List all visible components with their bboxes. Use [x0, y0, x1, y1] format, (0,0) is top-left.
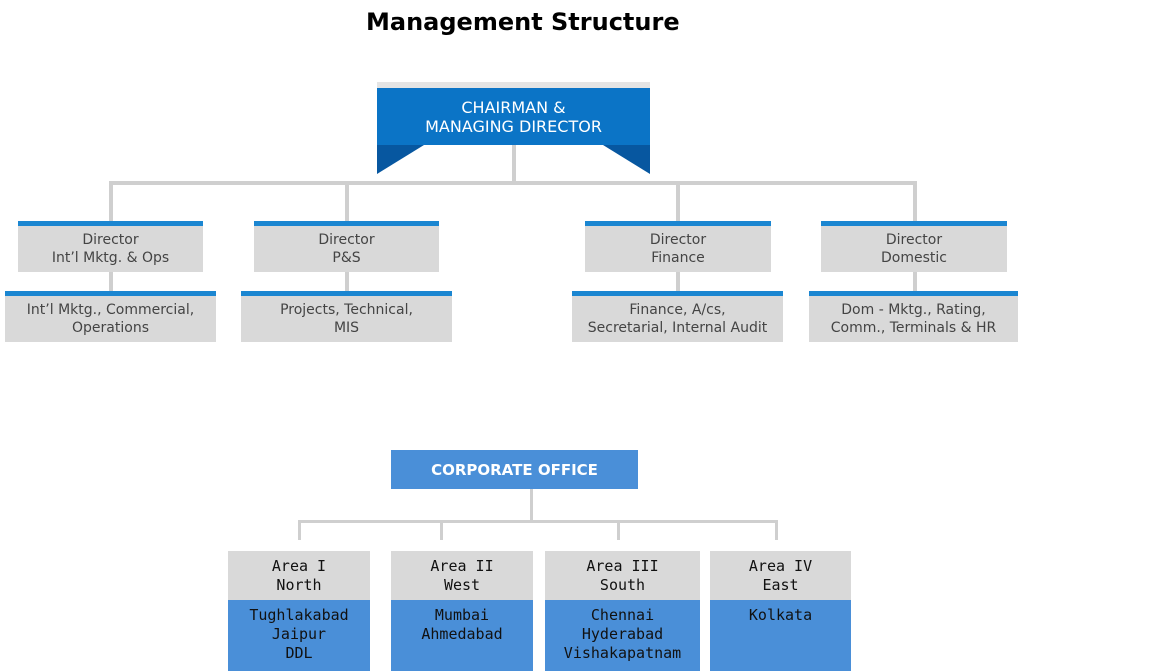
area-header-west: Area II West	[391, 551, 533, 600]
area-offices-south: Chennai Hyderabad Vishakapatnam	[545, 600, 700, 671]
office-name: Ahmedabad	[421, 625, 503, 643]
connector-area-4	[775, 520, 778, 540]
chairman-label-line1: CHAIRMAN &	[461, 97, 566, 117]
director-node-intl: Director Int’l Mktg. & Ops	[18, 221, 203, 272]
page-title: Management Structure	[366, 8, 680, 36]
chairman-node: CHAIRMAN & MANAGING DIRECTOR	[377, 82, 650, 174]
office-name: Mumbai	[434, 606, 490, 624]
area-region: North	[276, 575, 322, 594]
area-region: West	[443, 575, 481, 594]
area-region: East	[762, 575, 799, 594]
area-name: Area II	[430, 556, 494, 575]
function-node-domestic: Dom - Mktg., Rating, Comm., Terminals & …	[809, 291, 1018, 342]
chairman-ribbon-right	[603, 145, 650, 174]
area-offices-north: Tughlakabad Jaipur DDL	[228, 600, 370, 671]
office-name: Jaipur	[271, 625, 327, 643]
office-name: DDL	[285, 644, 313, 662]
office-name: Vishakapatnam	[563, 644, 682, 662]
function-line: Int’l Mktg., Commercial,	[26, 302, 195, 318]
connector-director-4	[913, 181, 917, 221]
director-node-ps: Director P&S	[254, 221, 439, 272]
function-line: MIS	[333, 320, 360, 336]
connector-director-bus	[109, 181, 917, 185]
connector-function-1	[109, 272, 113, 291]
director-portfolio: P&S	[332, 250, 361, 266]
director-portfolio: Finance	[651, 250, 705, 266]
chairman-ribbon-left	[377, 145, 424, 174]
director-title: Director	[649, 232, 707, 248]
function-line: Finance, A/cs,	[629, 302, 726, 318]
function-node-finance: Finance, A/cs, Secretarial, Internal Aud…	[572, 291, 783, 342]
connector-director-3	[676, 181, 680, 221]
function-line: Operations	[72, 320, 149, 336]
connector-corp-down	[530, 489, 533, 522]
connector-area-bus	[298, 520, 778, 523]
function-line: Comm., Terminals & HR	[830, 320, 997, 336]
director-title: Director	[82, 232, 139, 248]
area-name: Area IV	[748, 556, 813, 575]
director-title: Director	[885, 232, 943, 248]
office-name: Hyderabad	[581, 625, 664, 643]
corporate-office-node: CORPORATE OFFICE	[391, 450, 638, 489]
office-name: Tughlakabad	[249, 606, 349, 624]
connector-area-1	[298, 520, 301, 540]
area-header-south: Area III South	[545, 551, 700, 600]
connector-director-1	[109, 181, 113, 221]
function-line: Projects, Technical,	[280, 302, 413, 318]
chairman-top-band	[377, 82, 650, 88]
function-line: Dom - Mktg., Rating,	[841, 302, 986, 318]
area-header-east: Area IV East	[710, 551, 851, 600]
director-title: Director	[318, 232, 375, 248]
office-name: Kolkata	[748, 606, 813, 624]
director-node-domestic: Director Domestic	[821, 221, 1007, 272]
function-line: Secretarial, Internal Audit	[587, 320, 768, 336]
connector-area-2	[440, 520, 443, 540]
connector-area-3	[617, 520, 620, 540]
function-node-intl: Int’l Mktg., Commercial, Operations	[5, 291, 216, 342]
chairman-box: CHAIRMAN & MANAGING DIRECTOR	[377, 88, 650, 145]
area-region: South	[599, 575, 646, 594]
area-offices-east: Kolkata	[710, 600, 851, 671]
connector-director-2	[345, 181, 349, 221]
director-node-finance: Director Finance	[585, 221, 771, 272]
area-offices-west: Mumbai Ahmedabad	[391, 600, 533, 671]
director-portfolio: Int’l Mktg. & Ops	[51, 250, 170, 266]
connector-function-2	[345, 272, 349, 291]
function-node-ps: Projects, Technical, MIS	[241, 291, 452, 342]
connector-function-3	[676, 272, 680, 291]
chairman-label-line2: MANAGING DIRECTOR	[425, 116, 602, 136]
area-name: Area III	[586, 556, 659, 575]
connector-function-4	[913, 272, 917, 291]
director-portfolio: Domestic	[881, 250, 947, 266]
area-header-north: Area I North	[228, 551, 370, 600]
area-name: Area I	[271, 556, 327, 575]
office-name: Chennai	[590, 606, 655, 624]
connector-cmd-down	[512, 145, 516, 183]
